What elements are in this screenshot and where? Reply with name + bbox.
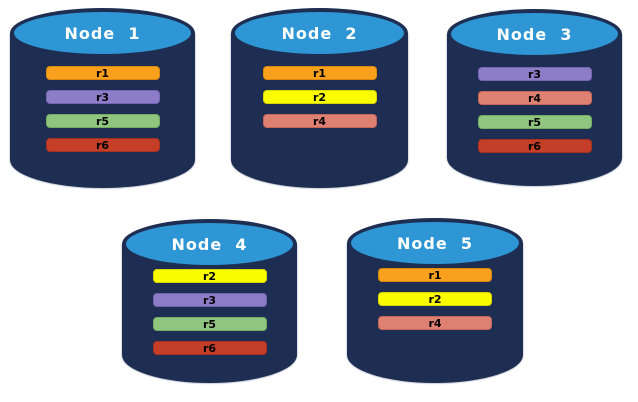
replica-bar-r6: r6 bbox=[477, 139, 592, 153]
node-3-title: Node 3 bbox=[496, 24, 573, 44]
replica-bar-r1: r1 bbox=[262, 66, 377, 80]
replica-bar-r3: r3 bbox=[45, 90, 160, 104]
node-5-cylinder: r1 r2 r4 Node 5 bbox=[347, 218, 523, 383]
replica-bar-r2: r2 bbox=[152, 269, 267, 283]
node-5-top-ellipse: Node 5 bbox=[347, 218, 523, 268]
replica-bar-r4: r4 bbox=[262, 114, 377, 128]
node-3-cylinder-body bbox=[447, 34, 622, 186]
node-1-cylinder: r1 r3 r5 r6 Node 1 bbox=[10, 8, 195, 188]
replica-bar-r6: r6 bbox=[45, 138, 160, 152]
replica-bar-r6: r6 bbox=[152, 341, 267, 355]
node-1-top-ellipse: Node 1 bbox=[10, 8, 195, 58]
replica-bar-r2: r2 bbox=[378, 292, 492, 306]
node-2-cylinder: r1 r2 r4 Node 2 bbox=[231, 8, 408, 188]
replica-bar-r4: r4 bbox=[378, 316, 492, 330]
replica-bar-r3: r3 bbox=[477, 67, 592, 81]
replica-bar-r3: r3 bbox=[152, 293, 267, 307]
node-2-title: Node 2 bbox=[281, 23, 358, 43]
replica-bar-r5: r5 bbox=[45, 114, 160, 128]
replica-bar-r4: r4 bbox=[477, 91, 592, 105]
replica-bar-r5: r5 bbox=[477, 115, 592, 129]
node-2-top-ellipse: Node 2 bbox=[231, 8, 408, 58]
node-1-replica-list: r1 r3 r5 r6 bbox=[10, 66, 195, 152]
node-4-top-ellipse: Node 4 bbox=[122, 219, 297, 269]
replica-bar-r5: r5 bbox=[152, 317, 267, 331]
node-2-cylinder-body bbox=[231, 33, 408, 188]
replica-bar-r1: r1 bbox=[45, 66, 160, 80]
node-3-replica-list: r3 r4 r5 r6 bbox=[447, 67, 622, 153]
node-3-cylinder: r3 r4 r5 r6 Node 3 bbox=[447, 9, 622, 186]
node-5-title: Node 5 bbox=[397, 233, 473, 253]
node-5-replica-list: r1 r2 r4 bbox=[347, 268, 523, 330]
node-4-cylinder: r2 r3 r5 r6 Node 4 bbox=[122, 219, 297, 383]
node-1-cylinder-body bbox=[10, 33, 195, 188]
node-1-title: Node 1 bbox=[64, 23, 141, 43]
node-2-replica-list: r1 r2 r4 bbox=[231, 66, 408, 128]
replica-bar-r1: r1 bbox=[378, 268, 492, 282]
node-4-replica-list: r2 r3 r5 r6 bbox=[122, 269, 297, 355]
node-4-title: Node 4 bbox=[171, 234, 248, 254]
replica-bar-r2: r2 bbox=[262, 90, 377, 104]
node-3-top-ellipse: Node 3 bbox=[447, 9, 622, 59]
